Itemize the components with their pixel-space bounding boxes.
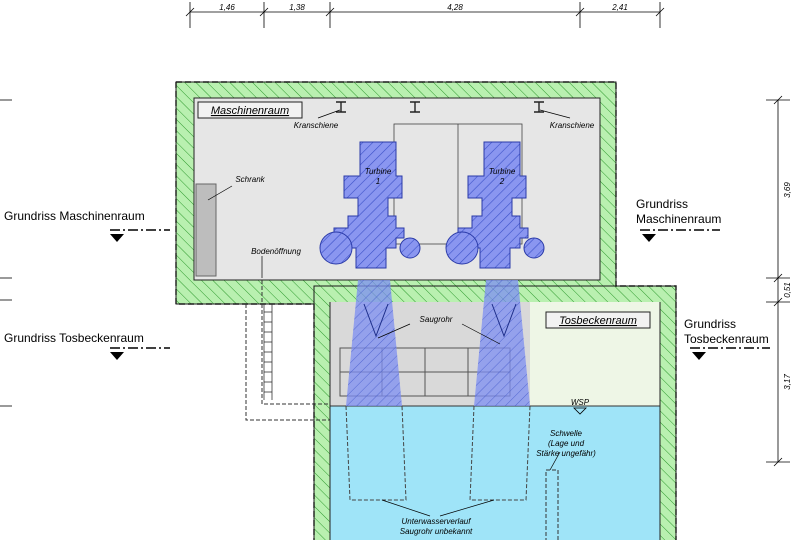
cabinet-label: Schrank [235, 175, 265, 184]
turbine-1-label: Turbine [365, 167, 392, 176]
tailwater-label-1: Unterwasserverlauf [402, 517, 472, 526]
section-label-left-basin: Grundriss Tosbeckenraum [4, 331, 144, 345]
annotation-leaders [207, 109, 571, 517]
dim-right-3: 3,17 [783, 374, 792, 390]
dim-top-4: 2,41 [611, 3, 628, 12]
section-label-right-machine-1: Grundriss [636, 197, 688, 211]
dim-right-1: 3,69 [783, 182, 792, 198]
cabinet [195, 183, 217, 277]
sill-label-2: (Lage und [548, 439, 585, 448]
draft-tubes [345, 280, 531, 501]
top-dimension-chain: 1,46 1,38 4,28 2,41 [185, 2, 665, 28]
section-label-left-machine: Grundriss Maschinenraum [4, 209, 145, 223]
crane-rail-left-label: Kranschiene [294, 121, 339, 130]
draft-tube-label: Saugrohr [420, 315, 453, 324]
dim-top-1: 1,46 [219, 3, 235, 12]
section-label-right-basin-1: Grundriss [684, 317, 736, 331]
water-body [330, 406, 660, 540]
section-label-right-machine-2: Maschinenraum [636, 212, 721, 226]
dim-right-2: 0,51 [783, 282, 792, 298]
ladder [263, 304, 273, 400]
sill-label-1: Schwelle [550, 429, 583, 438]
turbine-2: Turbine 2 [445, 141, 545, 269]
water-level-label: WSP [571, 398, 590, 407]
tailwater-label-2: Saugrohr unbekannt [400, 527, 473, 536]
turbine-2-label: Turbine [489, 167, 516, 176]
turbine-1: Turbine 1 [319, 141, 421, 269]
dim-top-2: 1,38 [289, 3, 305, 12]
turbine-1-number: 1 [376, 177, 380, 186]
crane-rail-right-label: Kranschiene [550, 121, 595, 130]
left-level-ticks [0, 99, 12, 407]
sill [545, 469, 559, 540]
right-dimension-chain [766, 95, 790, 467]
turbine-2-number: 2 [499, 177, 505, 186]
machine-room-label: Maschinenraum [211, 105, 289, 117]
section-cut-lines [110, 229, 770, 349]
section-label-right-basin-2: Tosbeckenraum [684, 332, 769, 346]
section-cut-arrows [110, 234, 706, 360]
water-level-marker [573, 407, 587, 415]
stilling-basin-label: Tosbeckenraum [559, 315, 637, 327]
dim-top-3: 4,28 [447, 3, 463, 12]
floor-opening-outline [245, 280, 330, 421]
floor-opening-label: Bodenöffnung [251, 247, 301, 256]
sill-label-3: Stärke ungefähr) [536, 449, 596, 458]
